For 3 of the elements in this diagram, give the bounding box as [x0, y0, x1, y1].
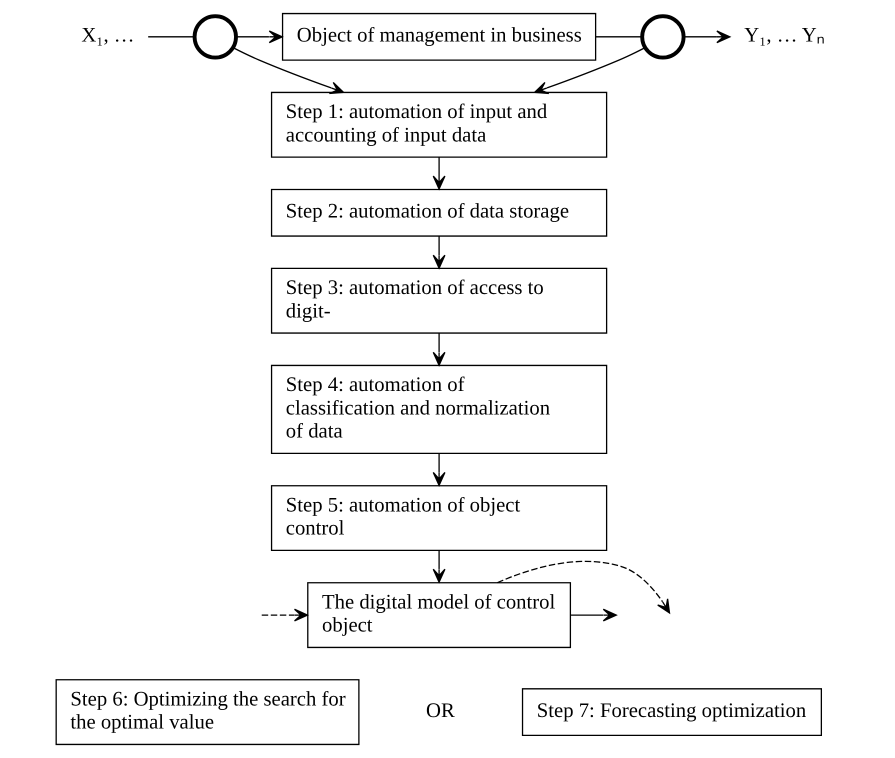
label: OR [426, 700, 455, 722]
node-text: X₁, … [81, 24, 135, 47]
node-text: Y₁, … Yₙ [744, 24, 825, 47]
